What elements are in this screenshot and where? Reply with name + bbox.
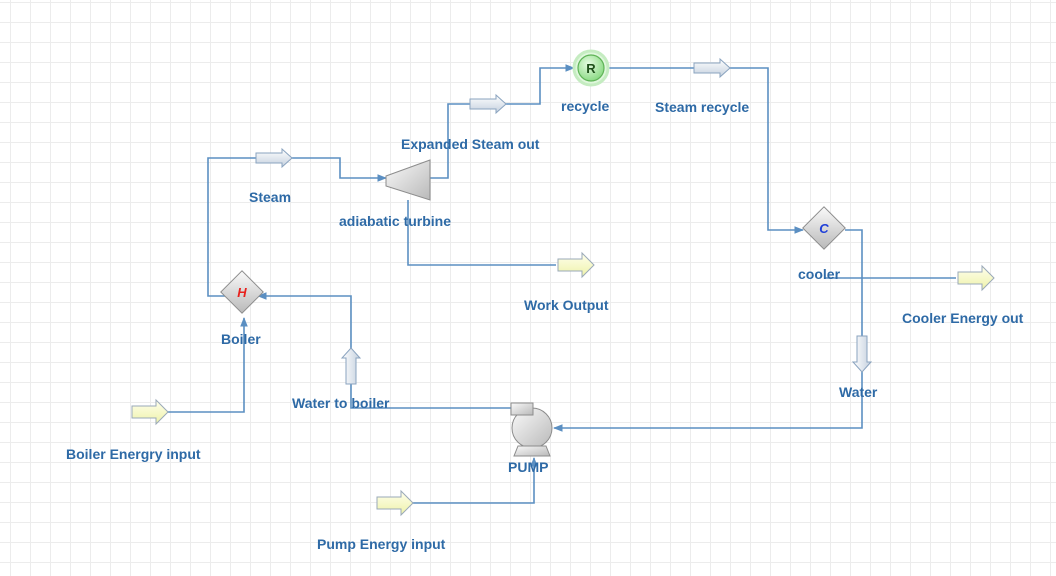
energy-arrow-boiler-energy-input[interactable]: [131, 398, 169, 426]
stream-arrow-water-to-boiler[interactable]: [340, 347, 362, 385]
stream-arrow-expanded-steam-out[interactable]: [469, 93, 507, 115]
pump-unit[interactable]: [510, 402, 553, 457]
label-adiabatic-turbine: adiabatic turbine: [339, 213, 452, 229]
pipe-water-to-pump: [553, 372, 863, 432]
pipe-steam-to-turbine: [290, 157, 387, 182]
label-cooler-energy-out: Cooler Energy out: [902, 310, 1024, 326]
label-cooler: cooler: [798, 266, 841, 282]
turbine-unit[interactable]: [385, 159, 431, 201]
stream-arrow-steam-recycle[interactable]: [693, 57, 731, 79]
recycle-unit[interactable]: R: [572, 49, 610, 87]
label-steam: Steam: [249, 189, 292, 205]
label-steam-recycle: Steam recycle: [655, 99, 750, 115]
energy-arrow-work-output[interactable]: [557, 251, 595, 279]
pipe-pump-to-water-to-boiler: [350, 384, 512, 409]
pipe-expanded-steam-to-recycle: [504, 64, 575, 105]
energy-arrow-cooler-energy-out[interactable]: [957, 264, 995, 292]
pipe-water-to-boiler-to-boiler: [257, 292, 352, 350]
label-boiler-energy-input: Boiler Energry input: [66, 446, 201, 462]
boiler-symbol: H: [237, 285, 247, 300]
cooler-symbol: C: [819, 221, 829, 236]
label-expanded-steam-out: Expanded Steam out: [401, 136, 540, 152]
pipe-pump-energy-to-pump: [410, 457, 538, 504]
label-recycle: recycle: [561, 98, 610, 114]
stream-arrow-steam[interactable]: [255, 147, 293, 169]
label-boiler: Boiler: [221, 331, 261, 347]
energy-arrow-pump-energy-input[interactable]: [376, 489, 414, 517]
recycle-symbol: R: [586, 61, 596, 76]
pipe-cooler-to-water: [845, 229, 863, 336]
label-water-to-boiler: Water to boiler: [292, 395, 390, 411]
label-pump: PUMP: [508, 459, 549, 475]
pipe-boiler-energy-to-boiler: [166, 317, 248, 413]
label-work-output: Work Output: [524, 297, 609, 313]
pipe-boiler-to-steam: [207, 157, 256, 297]
boiler-unit[interactable]: H: [220, 270, 264, 314]
label-pump-energy-input: Pump Energy input: [317, 536, 446, 552]
pipe-turbine-to-work-output: [407, 200, 556, 266]
pipe-turbine-to-expanded-steam: [430, 103, 470, 179]
cooler-unit[interactable]: C: [802, 206, 846, 250]
stream-arrow-water[interactable]: [851, 335, 873, 373]
pipe-steam-recycle-to-cooler: [728, 67, 804, 234]
label-water: Water: [839, 384, 878, 400]
